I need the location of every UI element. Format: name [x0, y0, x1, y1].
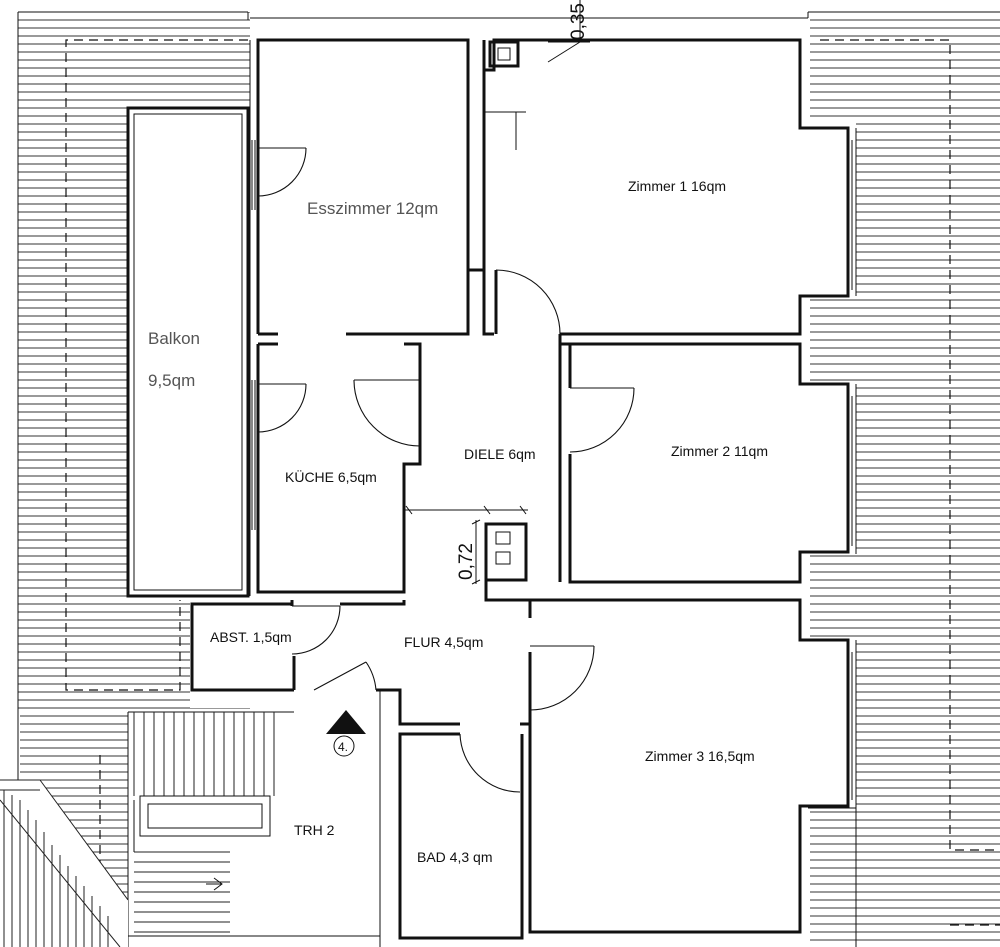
label-flur: FLUR 4,5qm	[404, 634, 483, 650]
label-kueche: KÜCHE 6,5qm	[285, 468, 377, 485]
room-esszimmer	[249, 38, 494, 596]
room-zimmer-3	[528, 598, 857, 947]
doors	[257, 147, 635, 793]
label-bad: BAD 4,3 qm	[417, 849, 492, 865]
label-abst: ABST. 1,5qm	[210, 629, 292, 645]
room-diele	[404, 334, 570, 602]
entrance-number: 4.	[338, 740, 348, 754]
label-balkon: Balkon	[148, 329, 200, 348]
building-core	[128, 18, 856, 947]
label-balkon-area: 9,5qm	[148, 371, 195, 390]
left-outer-stair	[0, 779, 129, 947]
label-zimmer-3: Zimmer 3 16,5qm	[645, 748, 755, 764]
dimension-chimney: 0,72	[456, 543, 477, 580]
label-zimmer-2: Zimmer 2 11qm	[671, 443, 768, 459]
room-zimmer-2	[568, 342, 857, 584]
dimension-top: 0,35	[568, 3, 589, 40]
room-bad	[398, 732, 524, 940]
staircase	[64, 690, 381, 947]
label-zimmer-1: Zimmer 1 16qm	[628, 178, 726, 194]
label-esszimmer: Esszimmer 12qm	[307, 199, 438, 218]
dimension-marks	[405, 0, 590, 585]
room-abst	[190, 600, 294, 692]
label-trh: TRH 2	[294, 822, 335, 838]
stair-treads	[133, 712, 275, 933]
label-diele: DIELE 6qm	[464, 446, 536, 462]
entrance-marker	[326, 710, 366, 757]
balcony	[126, 106, 250, 598]
